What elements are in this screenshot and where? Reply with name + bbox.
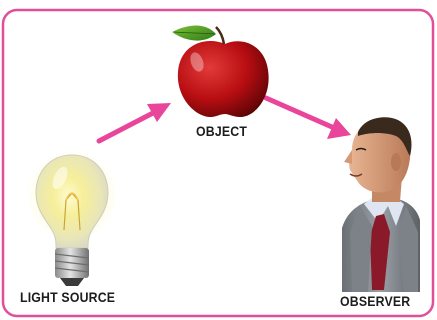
light-source-label: LIGHT SOURCE bbox=[20, 289, 116, 305]
frame-border bbox=[1, 8, 435, 318]
observer-label: OBSERVER bbox=[340, 293, 411, 309]
object-label: OBJECT bbox=[196, 123, 248, 139]
